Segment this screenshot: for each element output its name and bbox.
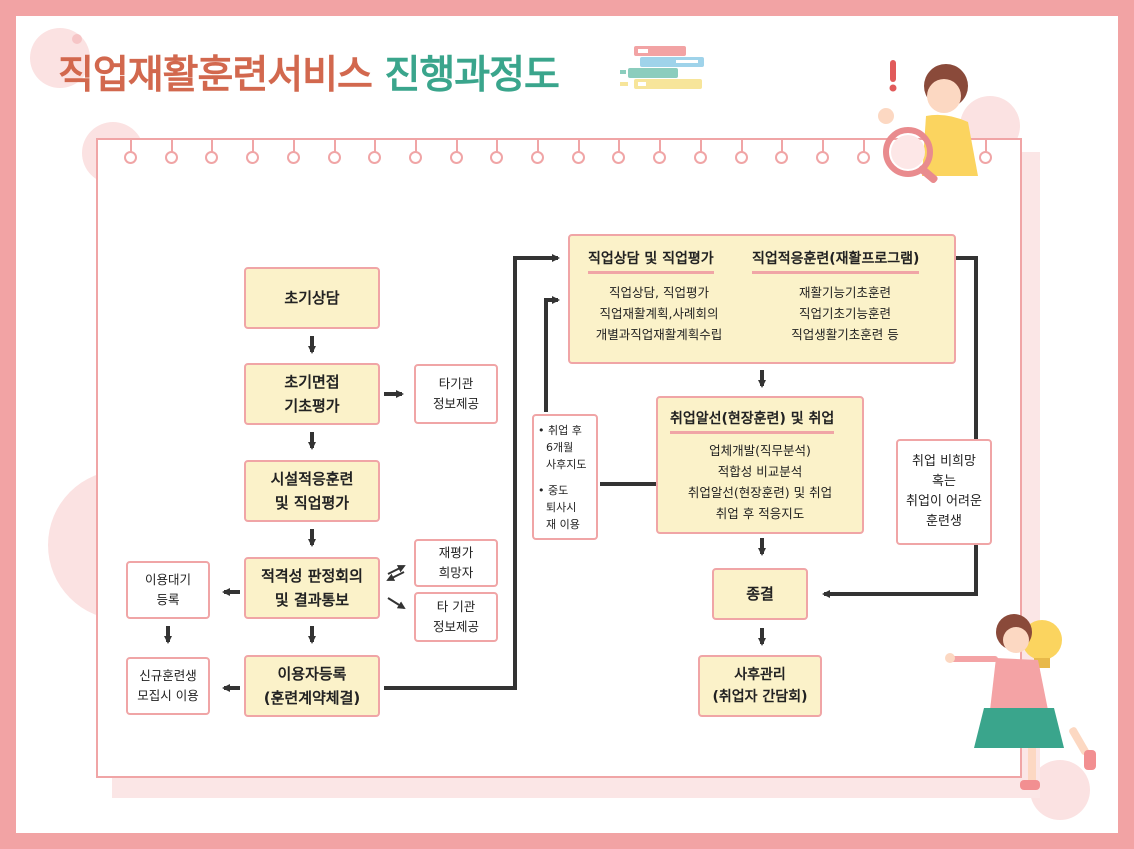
placement-list: 업체개발(직무분석) 적합성 비교분석 취업알선(현장훈련) 및 취업 취업 후… (656, 440, 864, 524)
notepad-ring (490, 139, 504, 164)
other-org-info-box-2: 타 기관 정보제공 (414, 592, 498, 642)
arrow-to-other-org (387, 597, 406, 610)
notepad-ring (531, 139, 544, 164)
page-title: 직업재활훈련서비스 진행과정도 (58, 44, 560, 100)
arrow-right-loop-to-termination (822, 256, 978, 598)
arrow-registration-to-counseling (384, 254, 560, 690)
followup-line: 퇴사시 (546, 501, 577, 514)
followup-line: 취업 후 (538, 422, 586, 439)
girl-magnifier-illustration (878, 60, 978, 184)
training-heading: 직업적응훈련(재활프로그램) (752, 248, 920, 274)
facility-training-box: 시설적응훈련 및 직업평가 (244, 460, 380, 522)
notepad-ring (571, 139, 585, 164)
re-eval-wish-box: 재평가 희망자 (414, 539, 498, 587)
training-list: 재활기능기초훈련 직업기초기능훈련 직업생활기초훈련 등 (770, 282, 920, 345)
placement-item: 취업 후 적응지도 (715, 506, 805, 521)
girl-lightbulb-illustration (945, 614, 1096, 790)
followup-line: 중도 (538, 482, 580, 499)
notepad-ring (734, 139, 748, 164)
initial-interview-box: 초기면접 기초평가 (244, 363, 380, 425)
decor-circle (1030, 760, 1090, 820)
arrow-to-reeval (387, 565, 406, 575)
training-item: 재활기능기초훈련 (798, 285, 891, 300)
other-org-info-box: 타기관 정보제공 (414, 364, 498, 424)
counseling-item: 개별과직업재활계획수립 (595, 327, 723, 342)
training-item: 직업생활기초훈련 등 (791, 327, 899, 342)
notepad-ring (449, 139, 463, 164)
placement-item: 취업알선(현장훈련) 및 취업 (687, 485, 833, 500)
placement-item: 적합성 비교분석 (717, 464, 803, 479)
initial-consult-box: 초기상담 (244, 267, 380, 329)
notepad-ring (368, 139, 382, 164)
followup-note-item-2: 중도 퇴사시 재 이용 (538, 482, 580, 533)
placement-box (656, 396, 864, 534)
counseling-list: 직업상담, 직업평가 직업재활계획,사례회의 개별과직업재활계획수립 (584, 282, 734, 345)
title-part1: 직업재활훈련서비스 (58, 53, 373, 98)
registration-box: 이용자등록 (훈련계약체결) (244, 655, 380, 717)
arrow-followup-to-counseling (544, 296, 560, 412)
decor-circle (72, 34, 82, 44)
notepad-ring (815, 139, 829, 164)
training-item: 직업기초기능훈련 (798, 306, 891, 321)
aftercare-box: 사후관리 (취업자 간담회) (698, 655, 822, 717)
notepad-ring (408, 139, 422, 164)
followup-line: 재 이용 (546, 518, 580, 531)
notepad-ring (978, 139, 992, 164)
placement-heading: 취업알선(현장훈련) 및 취업 (670, 408, 835, 434)
arrow-from-reeval (386, 571, 405, 581)
notepad-ring (327, 139, 341, 164)
notepad-ring (246, 139, 260, 164)
no-employment-note-box: 취업 비희망 혹는 취업이 어려운 훈련생 (896, 439, 992, 545)
counseling-heading: 직업상담 및 직업평가 (588, 248, 714, 274)
notepad-ring (856, 139, 870, 164)
notepad-ring (775, 139, 789, 164)
counseling-training-box (568, 234, 956, 364)
notepad-ring (653, 139, 667, 164)
eligibility-box: 적격성 판정회의 및 결과통보 (244, 557, 380, 619)
waitlist-box: 이용대기 등록 (126, 561, 210, 619)
followup-line: 사후지도 (546, 458, 587, 471)
title-part2: 진행과정도 (384, 53, 560, 98)
new-recruit-box: 신규훈련생 모집시 이용 (126, 657, 210, 715)
termination-box: 종결 (712, 568, 808, 620)
counseling-item: 직업상담, 직업평가 (609, 285, 709, 300)
notepad-ring (286, 139, 300, 164)
followup-note-item-1: 취업 후 6개월 사후지도 (538, 422, 586, 473)
notepad-ring (124, 139, 137, 164)
notepad-ring (693, 139, 707, 164)
counseling-item: 직업재활계획,사례회의 (599, 306, 719, 321)
notepad-ring (612, 139, 626, 164)
books-icon (620, 46, 704, 89)
placement-item: 업체개발(직무분석) (709, 443, 811, 458)
followup-line: 6개월 (546, 441, 574, 454)
notepad-ring (205, 139, 219, 164)
notepad-ring (164, 139, 178, 164)
